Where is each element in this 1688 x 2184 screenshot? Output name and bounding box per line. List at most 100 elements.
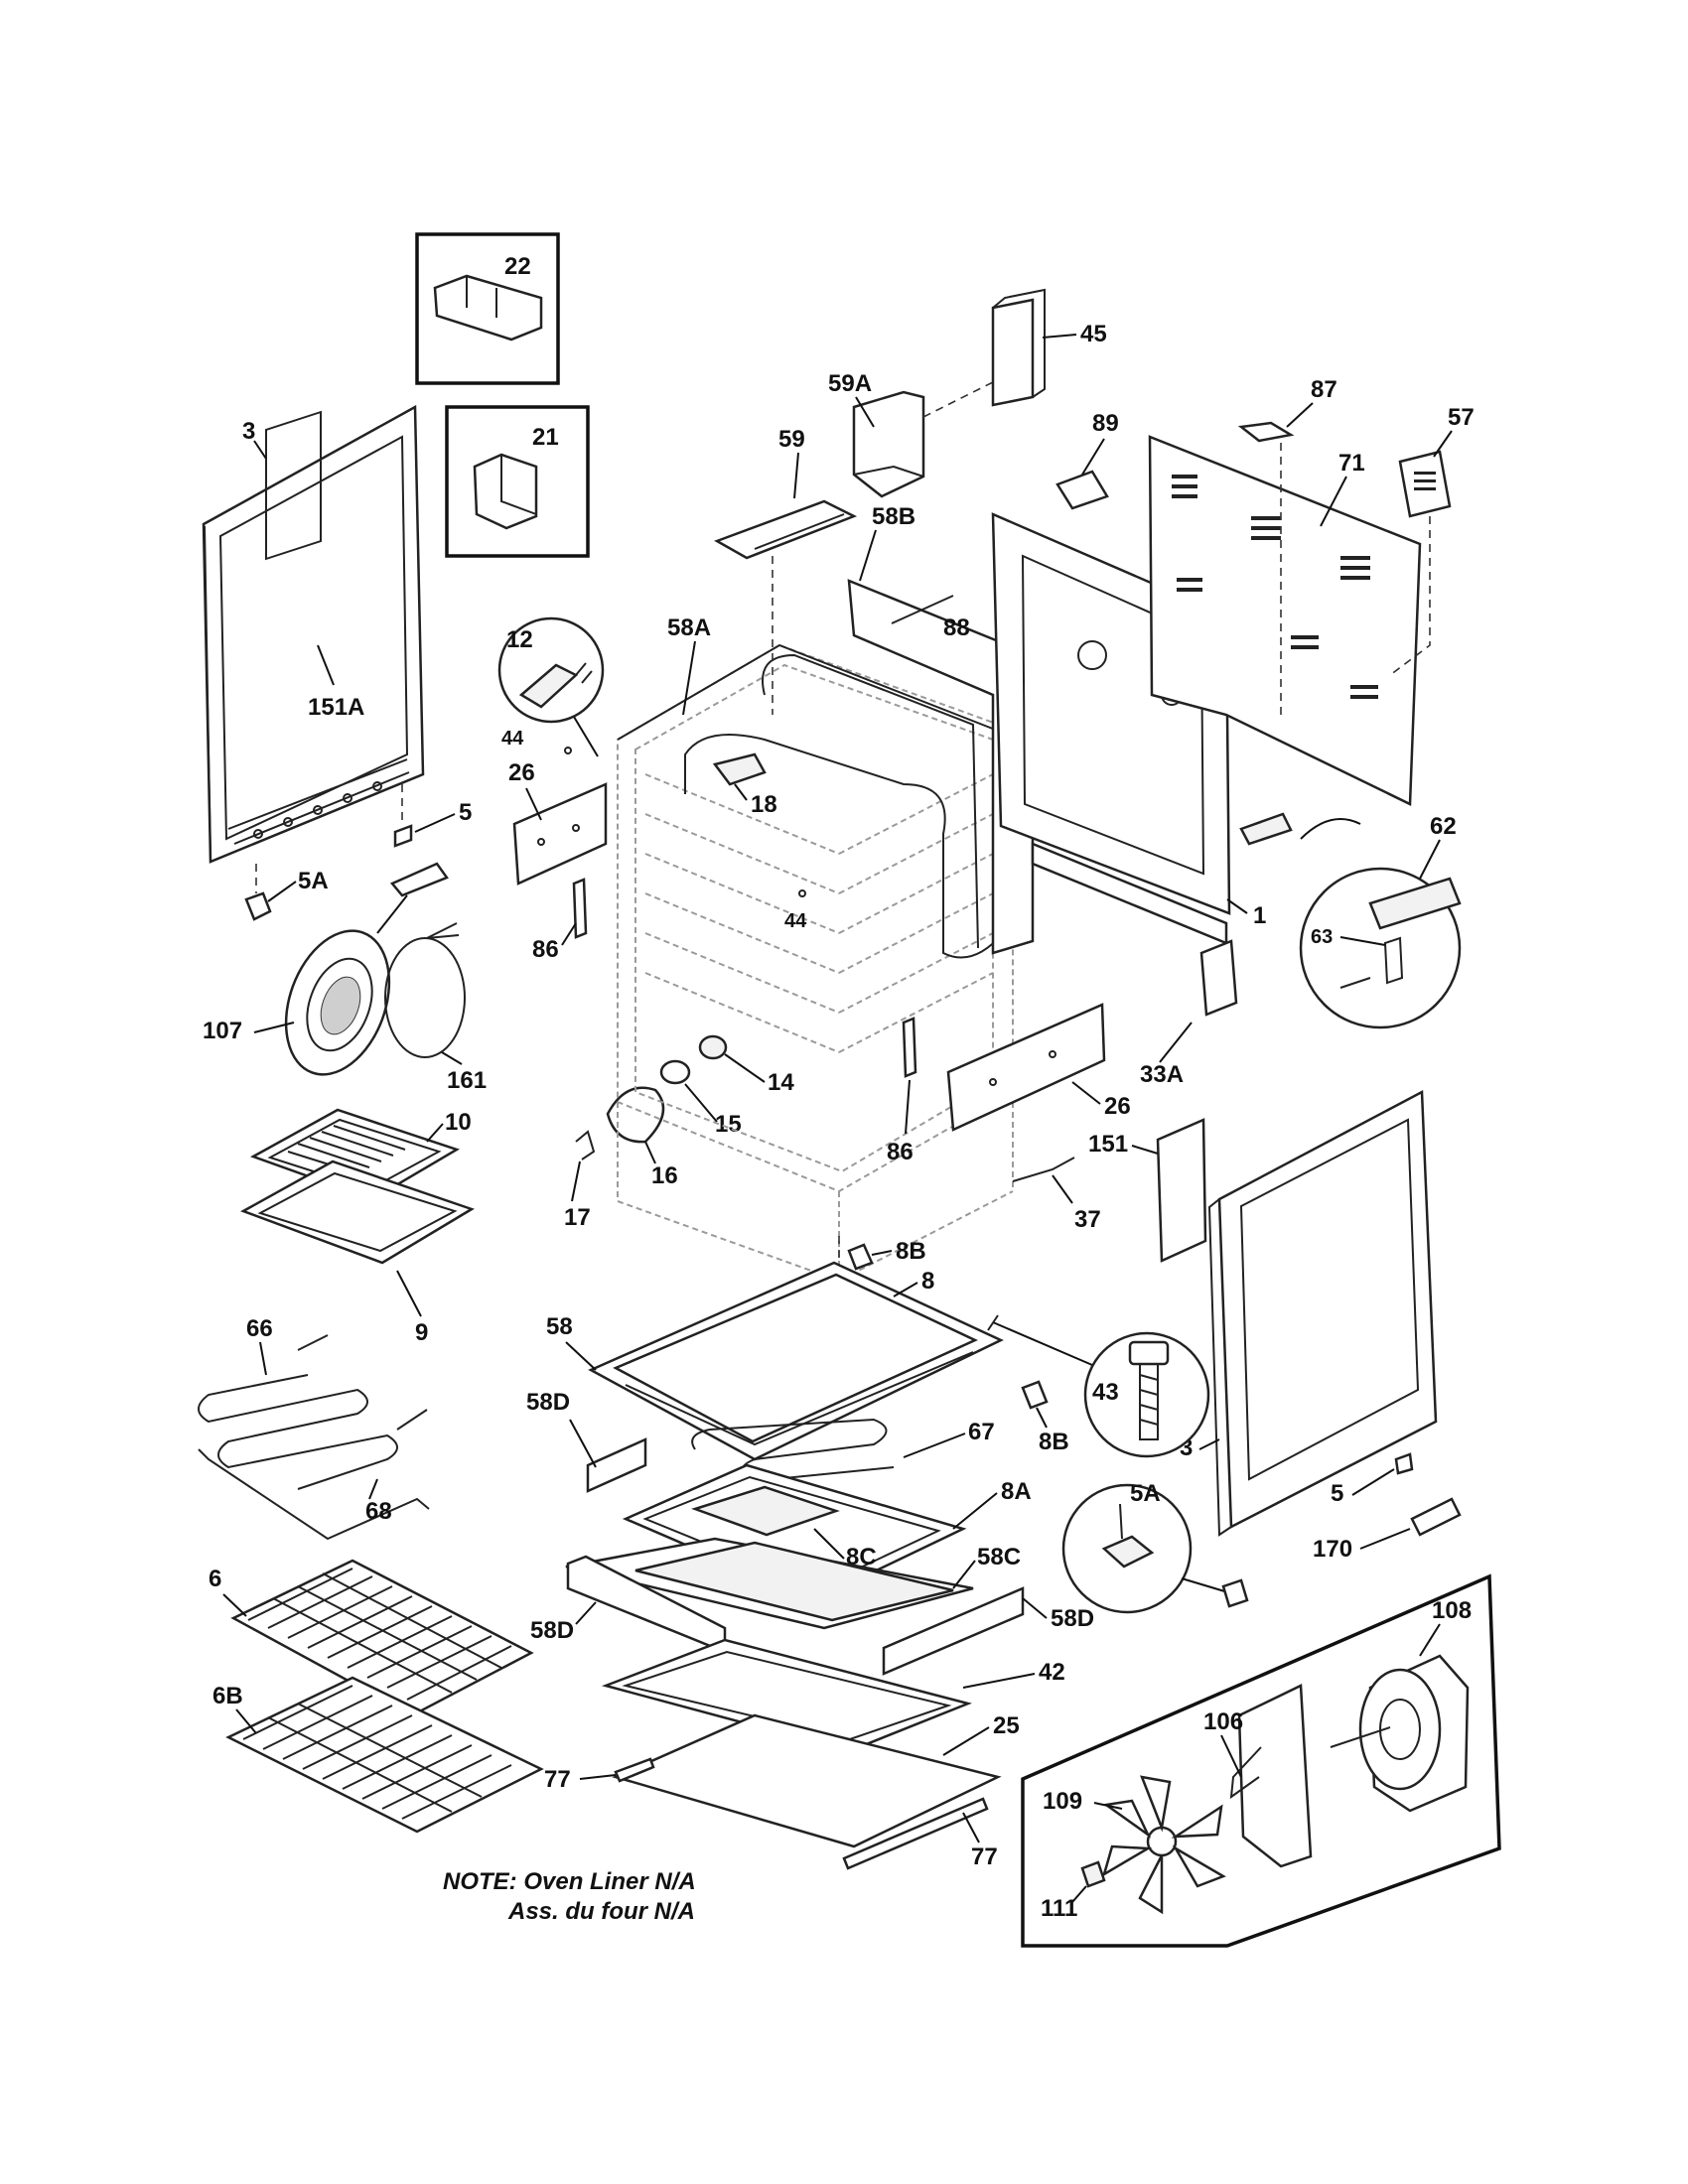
label-6B: 6B (212, 1683, 243, 1709)
side-rail-26-right: 26 (946, 1003, 1131, 1132)
cover-57: 57 (1389, 404, 1475, 676)
fan-cover-107: 107 (203, 929, 391, 1076)
label-12: 12 (506, 626, 533, 653)
label-62: 62 (1430, 813, 1457, 840)
label-71: 71 (1338, 450, 1365, 477)
label-45: 45 (1080, 321, 1107, 347)
oven-rack-6B: 6B (212, 1676, 544, 1834)
label-109: 109 (1043, 1788, 1082, 1815)
fan-bracket-106: 106 (1203, 1684, 1313, 1868)
bracket-8B-top: 8B (838, 1236, 926, 1291)
cover-87: 87 (1237, 376, 1337, 715)
label-58B: 58B (872, 503, 915, 530)
bracket-8B-bottom: 8B (1021, 1380, 1069, 1455)
label-26-left: 26 (508, 759, 535, 786)
note-line-1: NOTE: Oven Liner N/A (443, 1868, 696, 1895)
bracket-151: 151 (1088, 1118, 1207, 1263)
label-5A-left: 5A (298, 868, 329, 894)
label-15: 15 (715, 1111, 742, 1138)
label-151: 151 (1088, 1131, 1128, 1158)
label-106: 106 (1203, 1708, 1243, 1735)
slide-77-left: 77 (544, 1757, 655, 1793)
drawer-bottom-25: 25 (612, 1712, 1020, 1848)
note-line-2: Ass. du four N/A (507, 1898, 695, 1925)
broil-element-66: 66 68 (198, 1315, 430, 1541)
terminal-block-callout-62: 62 63 (1239, 812, 1462, 1029)
label-10: 10 (445, 1109, 472, 1136)
bottom-rail-33A: 33A (1031, 842, 1238, 1088)
rear-panel-71: 71 (1148, 435, 1422, 806)
label-42: 42 (1039, 1659, 1065, 1686)
label-8A: 8A (1001, 1478, 1032, 1505)
right-side-panel: 3 (1180, 1089, 1438, 1537)
label-14: 14 (768, 1069, 794, 1096)
bracket-86-right: 86 (887, 1017, 917, 1165)
label-44-b: 44 (784, 910, 807, 932)
label-22: 22 (504, 253, 531, 280)
label-89: 89 (1092, 410, 1119, 437)
vent-duct-59A: 59A (828, 370, 1004, 498)
label-1: 1 (1253, 902, 1266, 929)
label-43: 43 (1092, 1379, 1119, 1406)
label-5-right: 5 (1331, 1480, 1343, 1507)
label-77-right: 77 (971, 1843, 998, 1870)
label-88: 88 (943, 614, 970, 641)
label-9: 9 (415, 1319, 428, 1346)
label-33A: 33A (1140, 1061, 1184, 1088)
label-37: 37 (1074, 1206, 1101, 1233)
bracket-89: 89 (1055, 410, 1119, 510)
right-leg-parts: 5 170 5A (1061, 1452, 1462, 1614)
slide-77-right: 77 (842, 1797, 998, 1870)
gasket-161: 161 (384, 922, 487, 1094)
label-68: 68 (365, 1498, 392, 1525)
label-18: 18 (751, 791, 777, 818)
sensor-37: 37 (1012, 1157, 1101, 1233)
drawer-pan-8: 8 58 (546, 1261, 1004, 1461)
label-58: 58 (546, 1313, 573, 1340)
label-8B-bottom: 8B (1039, 1429, 1069, 1455)
label-151A: 151A (308, 694, 364, 721)
label-8B-top: 8B (896, 1238, 926, 1265)
label-58A: 58A (667, 614, 711, 641)
label-59A: 59A (828, 370, 872, 397)
label-5A-right: 5A (1130, 1480, 1161, 1507)
drawer-back-58C: 58C (565, 1537, 1021, 1630)
label-44-a: 44 (501, 728, 524, 750)
light-socket-callout-12: 12 44 (497, 616, 605, 757)
label-17: 17 (564, 1204, 591, 1231)
label-25: 25 (993, 1712, 1020, 1739)
part-21-box: 21 (445, 405, 590, 558)
spacer-58D-right: 58D (882, 1586, 1094, 1676)
light-parts: 14 15 16 17 (564, 1034, 794, 1231)
label-107: 107 (203, 1018, 242, 1044)
spacer-58D-left: 58D (526, 1389, 647, 1493)
latch-18: 18 (712, 752, 777, 818)
label-16: 16 (651, 1162, 678, 1189)
left-side-panel: 3 151A (202, 404, 425, 864)
side-rail-26-left: 26 (508, 759, 608, 886)
label-21: 21 (532, 424, 559, 451)
label-58D-left: 58D (526, 1389, 570, 1416)
label-161: 161 (447, 1067, 487, 1094)
bolt-callout-43: 43 (987, 1314, 1210, 1458)
oven-wrapper-58A: 58A (617, 614, 1004, 959)
broil-pan-9: 9 (240, 1160, 475, 1346)
label-58C: 58C (977, 1544, 1021, 1570)
label-3-left: 3 (242, 418, 255, 445)
fan-blade-109: 109 (1043, 1775, 1226, 1915)
label-108: 108 (1432, 1597, 1472, 1624)
label-58D-right: 58D (1051, 1605, 1094, 1632)
label-6: 6 (209, 1566, 221, 1592)
label-86-left: 86 (532, 936, 559, 963)
label-77-left: 77 (544, 1766, 571, 1793)
label-5-left: 5 (459, 799, 472, 826)
label-26-right: 26 (1104, 1093, 1131, 1120)
label-170-right: 170 (1313, 1536, 1352, 1563)
label-86-right: 86 (887, 1139, 914, 1165)
fan-motor-108: 108 (1330, 1597, 1472, 1813)
vent-box-45: 45 (991, 288, 1107, 407)
fan-nut-111: 111 (1041, 1860, 1106, 1922)
bracket-86-left: 86 44 (532, 878, 807, 963)
label-111: 111 (1041, 1895, 1077, 1922)
label-67: 67 (968, 1419, 995, 1445)
